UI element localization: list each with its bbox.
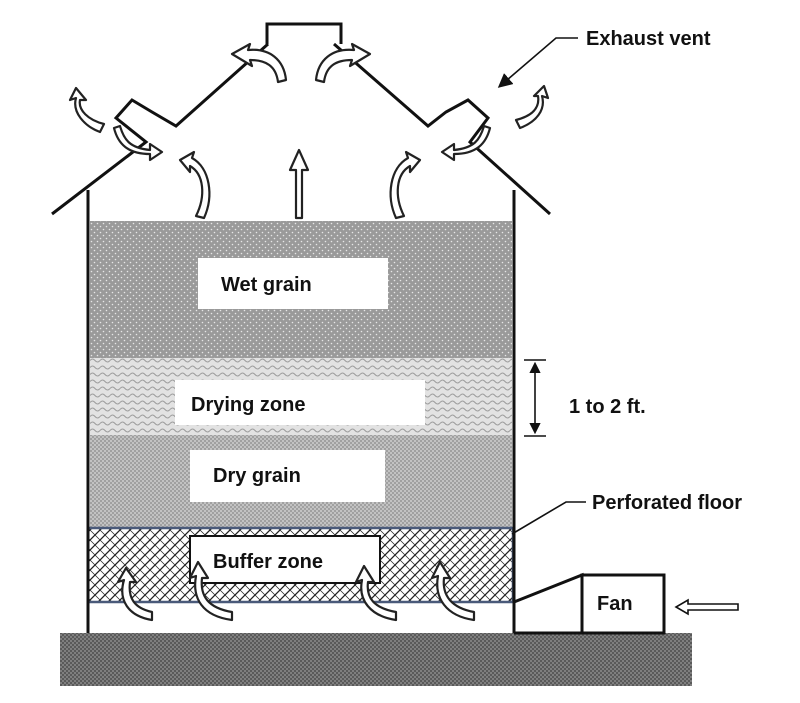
dry-grain-label: Dry grain: [213, 465, 301, 487]
air-curl-right-vent-side: [440, 124, 492, 162]
roof-cap: [265, 22, 343, 44]
air-curl-left-vent-side: [112, 124, 164, 162]
floor-air-curl-3: [354, 564, 398, 622]
air-curl-inner-left: [178, 150, 211, 220]
wet-grain-panel: [198, 258, 388, 309]
floor-air-curl-1: [116, 566, 154, 622]
air-curl-top-right: [314, 42, 372, 84]
air-curl-top-left: [230, 42, 288, 84]
drying-zone-panel: [175, 380, 425, 425]
perforated-floor-leader: [511, 501, 586, 535]
buffer-zone-panel: [189, 535, 381, 584]
air-curl-left-vent-up: [68, 86, 106, 134]
fan-label: Fan: [597, 593, 633, 615]
air-curl-inner-right: [389, 150, 422, 220]
floor-air-curl-4: [430, 560, 476, 622]
floor-air-curl-2: [188, 560, 234, 622]
perforated-floor-label: Perforated floor: [592, 492, 742, 514]
dry-grain-panel: [190, 450, 385, 502]
air-arrow-center: [288, 148, 310, 220]
zone-depth-label: 1 to 2 ft.: [569, 396, 646, 418]
exhaust-vent-leader: [497, 37, 578, 88]
air-curl-right-vent-up: [514, 84, 550, 130]
exhaust-vent-label: Exhaust vent: [586, 28, 711, 50]
ground: [60, 633, 692, 686]
drying-zone-label: Drying zone: [191, 394, 305, 416]
buffer-zone-label: Buffer zone: [213, 551, 323, 573]
roof-right: [333, 42, 552, 216]
fan-duct: [513, 572, 584, 635]
wet-grain-label: Wet grain: [221, 274, 312, 296]
intake-arrow: [674, 598, 739, 616]
roof-left: [51, 42, 269, 216]
fan-box: [580, 573, 666, 635]
